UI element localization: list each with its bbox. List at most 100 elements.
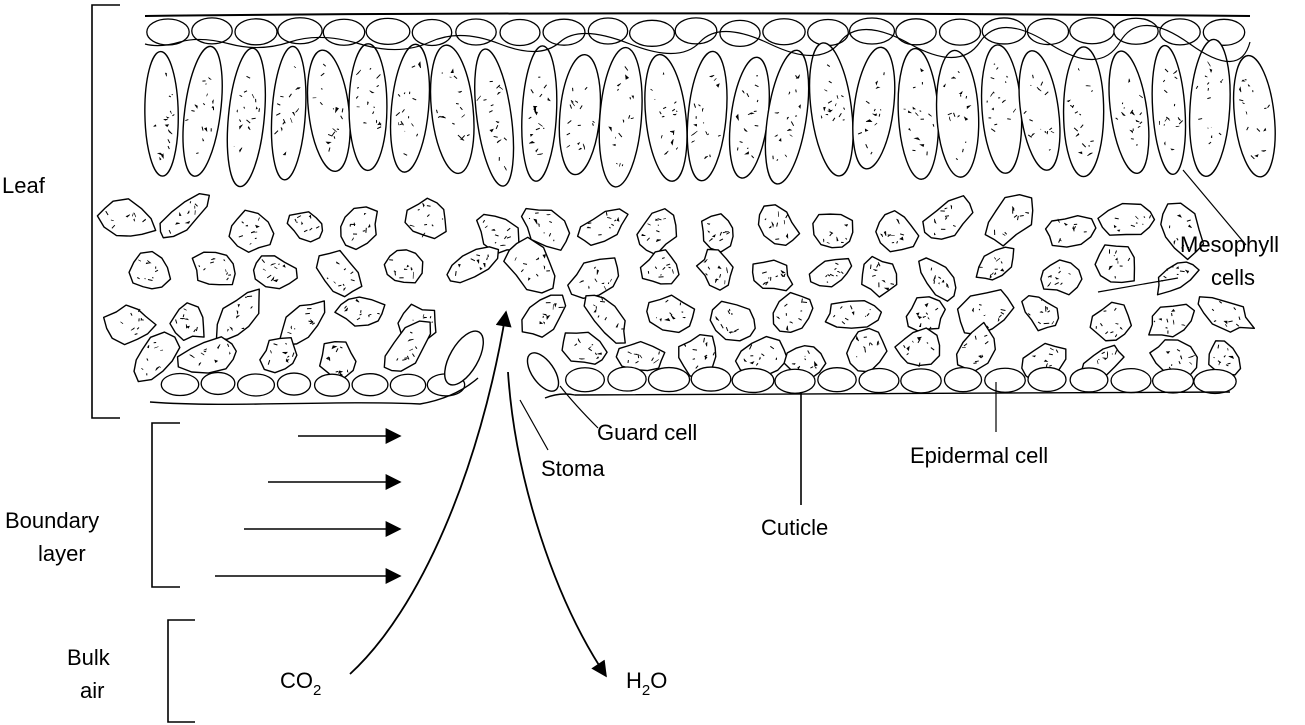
chloroplast-speckles — [857, 72, 885, 155]
chloroplast-speckles — [1161, 266, 1190, 282]
spongy-cell — [176, 336, 237, 374]
chloroplast-speckles — [703, 259, 729, 285]
epidermal-cell — [1026, 17, 1070, 46]
spongy-cell — [561, 331, 608, 365]
chloroplast-speckles — [869, 262, 895, 291]
spongy-cell — [812, 213, 854, 249]
spongy-cell — [1040, 259, 1083, 296]
spongy-mesophyll-layer — [96, 192, 1256, 384]
chloroplast-speckles — [1108, 249, 1131, 279]
epidermal-cell — [848, 17, 896, 45]
spongy-cell — [984, 194, 1034, 247]
chloroplast-speckles — [189, 343, 231, 366]
mesophyll-cells-label-line2: cells — [1211, 265, 1255, 290]
palisade-cell — [935, 49, 980, 178]
spongy-cell — [128, 250, 172, 290]
chloroplast-speckles — [903, 336, 935, 367]
palisade-cell — [764, 49, 810, 185]
spongy-cell — [751, 259, 794, 292]
chloroplast-speckles — [1047, 266, 1071, 287]
epidermal-cell — [1113, 17, 1159, 45]
spongy-cell — [1197, 296, 1256, 333]
palisade-cell — [144, 50, 179, 177]
chloroplast-speckles — [764, 211, 789, 240]
epidermal-cell — [322, 18, 366, 46]
co2-subscript: 2 — [313, 682, 321, 699]
cuticle-label: Cuticle — [761, 515, 828, 540]
h2o-subscript: 2 — [642, 682, 650, 699]
palisade-cell — [1108, 50, 1150, 175]
epidermal-cell — [1027, 366, 1067, 393]
mesophyll-leader-upper — [1182, 169, 1247, 246]
chloroplast-speckles — [326, 261, 355, 292]
chloroplast-speckles — [961, 334, 989, 364]
palisade-cell — [389, 43, 431, 173]
epidermal-cell — [191, 17, 233, 45]
leaf-bracket — [91, 4, 120, 419]
spongy-cell — [1044, 215, 1097, 248]
chloroplast-speckles — [650, 71, 679, 155]
chloroplast-speckles — [833, 305, 871, 325]
upper-cuticle-wave — [144, 24, 1251, 63]
epidermal-cell — [895, 18, 937, 46]
chloroplast-speckles — [261, 259, 286, 283]
palisade-cell — [808, 42, 854, 177]
chloroplast-speckles — [822, 224, 849, 244]
epidermal-cell — [900, 368, 942, 394]
spongy-cell — [1160, 202, 1205, 261]
lower-cuticle-right — [544, 391, 1231, 399]
chloroplast-speckles — [993, 206, 1029, 236]
chloroplast-speckles — [482, 219, 512, 247]
co2-uptake-arrow — [349, 310, 512, 675]
spongy-cell — [757, 204, 801, 247]
spongy-cell — [169, 302, 205, 342]
chloroplast-speckles — [274, 66, 301, 156]
co2-main: CO — [280, 668, 313, 693]
co2-label: CO2 — [280, 668, 321, 699]
chloroplast-speckles — [185, 76, 215, 155]
h2o-tail: O — [650, 668, 667, 693]
epidermal-cell — [607, 366, 647, 392]
spongy-cell — [315, 249, 363, 298]
chloroplast-speckles — [396, 331, 418, 361]
epidermal-cell — [774, 368, 816, 394]
chloroplast-speckles — [825, 262, 844, 283]
h2o-release-arrow — [507, 371, 607, 678]
chloroplast-speckles — [175, 308, 198, 333]
chloroplast-speckles — [608, 66, 634, 167]
epidermal-cell — [455, 18, 497, 46]
epidermal-cell — [731, 367, 775, 394]
chloroplast-speckles — [267, 342, 295, 365]
chloroplast-speckles — [355, 67, 382, 130]
spongy-cell — [695, 248, 734, 291]
epidermal-cell — [1193, 368, 1237, 395]
chloroplast-speckles — [233, 75, 261, 153]
chloroplast-speckles — [691, 74, 721, 160]
epidermal-cell — [313, 373, 351, 397]
chloroplast-speckles — [476, 80, 507, 171]
chloroplast-speckles — [1238, 79, 1270, 160]
spongy-cell — [709, 300, 756, 342]
chloroplast-speckles — [903, 68, 935, 156]
spongy-cell — [1021, 295, 1060, 332]
spongy-cell — [576, 208, 629, 247]
chloroplast-speckles — [287, 308, 316, 335]
chloroplast-speckles — [120, 308, 144, 335]
epidermal-cell — [984, 367, 1026, 393]
palisade-cell — [980, 44, 1023, 174]
epidermal-cell — [858, 367, 900, 394]
palisade-cell — [306, 49, 351, 173]
guard-cell-right — [526, 352, 560, 392]
chloroplast-speckles — [627, 351, 660, 364]
chloroplast-speckles — [105, 210, 147, 229]
palisade-cell — [1018, 50, 1061, 171]
chloroplast-speckles — [1168, 214, 1192, 250]
epidermal-cell — [1110, 367, 1152, 394]
palisade-cell — [521, 45, 558, 182]
palisade-cell — [558, 53, 602, 176]
spongy-cell — [446, 246, 500, 284]
chloroplast-speckles — [1158, 68, 1183, 151]
chloroplast-speckles — [1195, 61, 1224, 145]
palisade-cell — [686, 50, 728, 182]
